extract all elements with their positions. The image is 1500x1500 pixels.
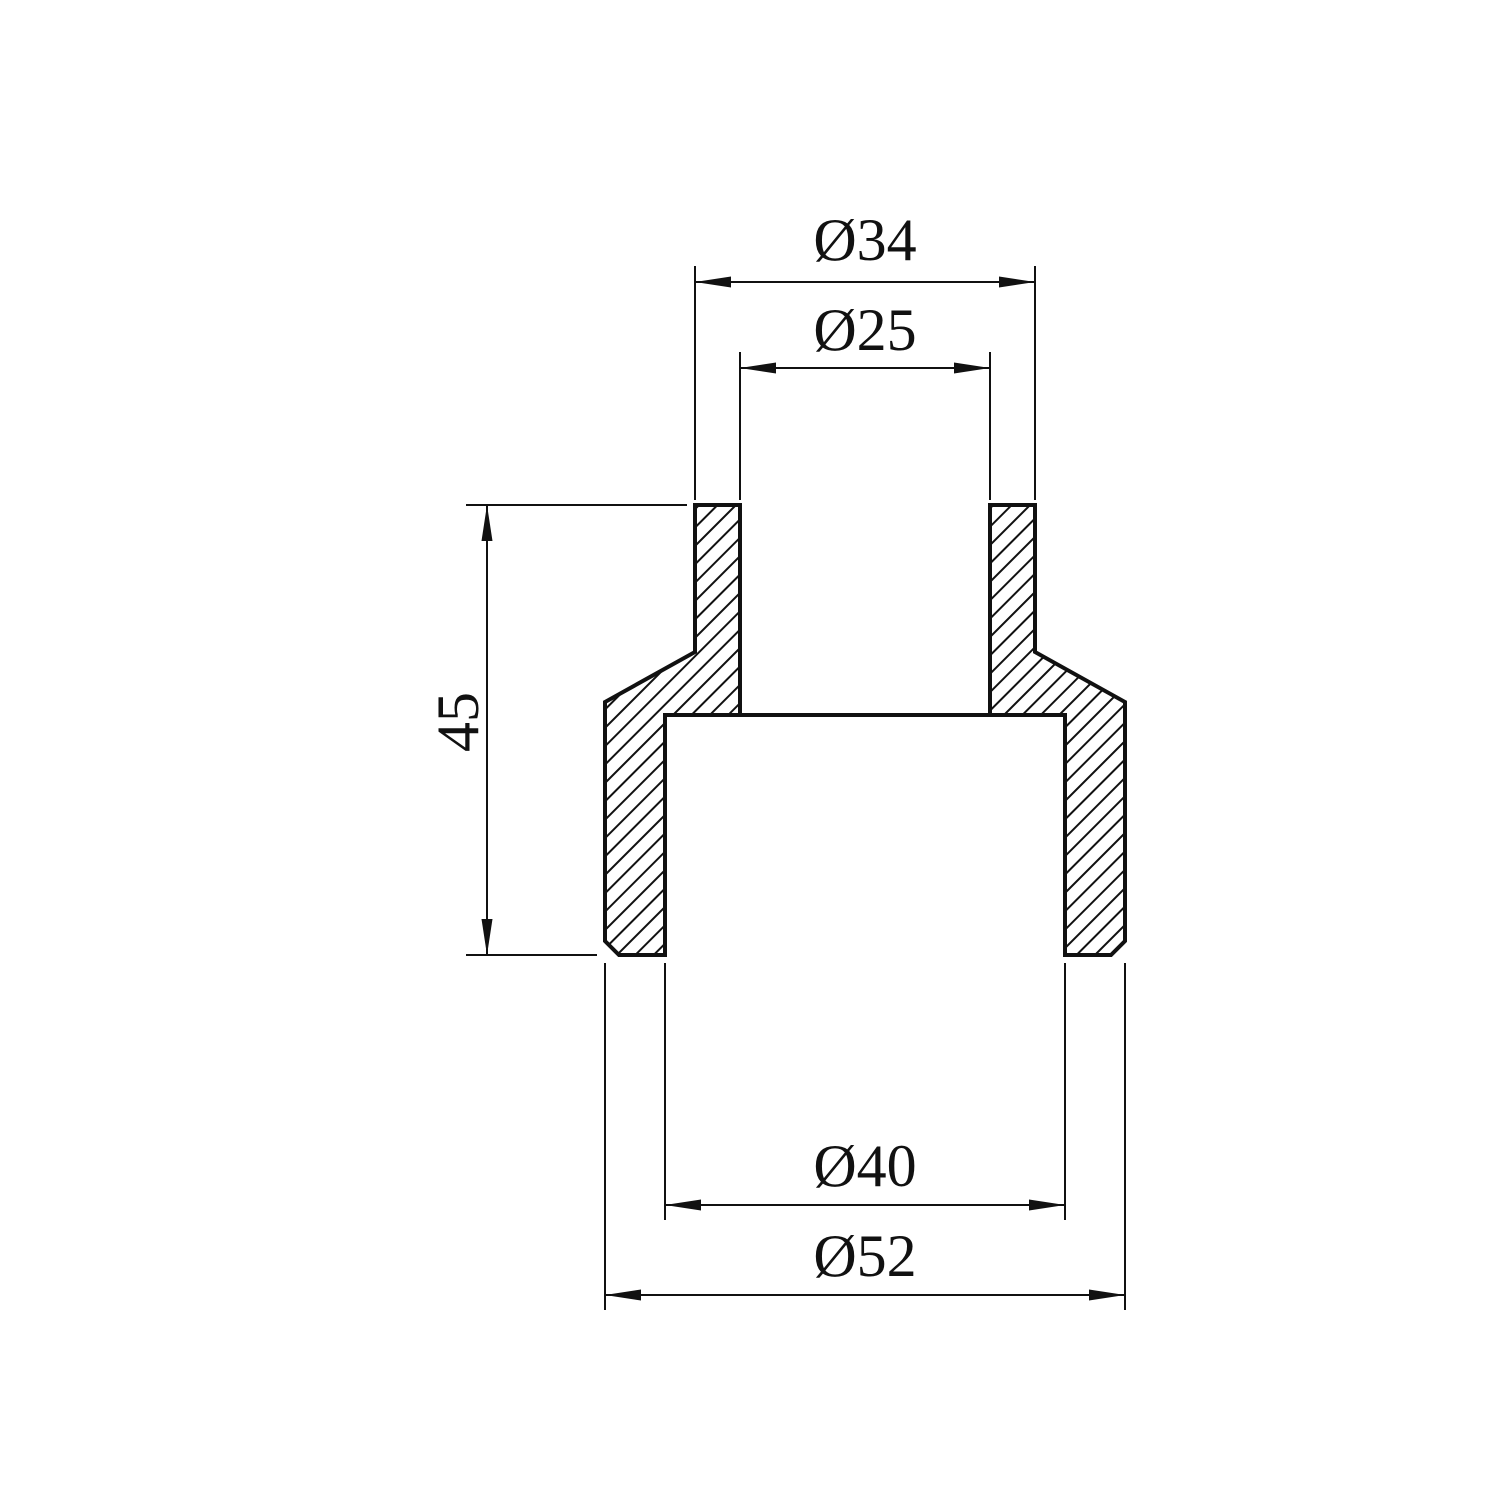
dim-bottom-outer-diameter: Ø52 — [604, 963, 1126, 1310]
dimension-label-top-inner: Ø25 — [813, 297, 916, 363]
dimension-label-top-outer: Ø34 — [813, 207, 916, 273]
dim-top-outer-diameter: Ø34 — [694, 207, 1036, 500]
dimension-label-bottom-outer: Ø52 — [813, 1223, 916, 1289]
part-cross-section — [603, 503, 1127, 957]
dimension-label-height: 45 — [425, 692, 491, 752]
dim-overall-height: 45 — [425, 504, 687, 956]
dim-top-inner-diameter: Ø25 — [739, 297, 991, 500]
right-wall-section — [988, 503, 1127, 957]
left-wall-section — [603, 503, 742, 957]
dimension-label-bottom-inner: Ø40 — [813, 1133, 916, 1199]
dim-bottom-inner-diameter: Ø40 — [664, 963, 1066, 1220]
